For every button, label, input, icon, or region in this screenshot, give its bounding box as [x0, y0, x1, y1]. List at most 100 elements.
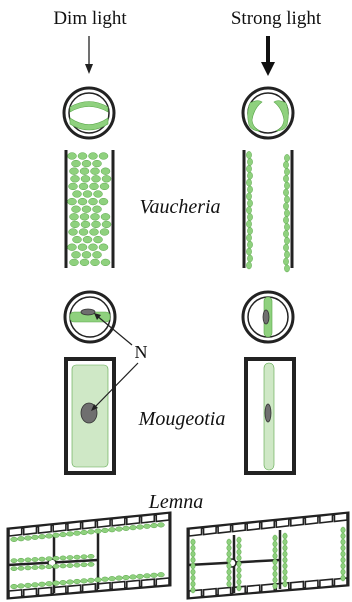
vaucheria-cross-section-strong — [243, 88, 293, 138]
chloroplast — [53, 556, 59, 560]
chloroplast — [88, 578, 95, 583]
chloroplast — [32, 583, 39, 588]
mougeotia-cross-section-strong — [243, 292, 293, 342]
chloroplast — [191, 575, 195, 581]
chloroplast — [191, 551, 195, 557]
chloroplast — [273, 535, 277, 541]
chloroplast — [247, 255, 252, 262]
chloroplast — [82, 160, 91, 167]
chloroplast — [25, 558, 31, 562]
chloroplast — [81, 175, 90, 182]
epidermis-cell — [112, 582, 125, 590]
chloroplast — [273, 565, 277, 571]
chloroplast — [68, 244, 77, 251]
chloroplast — [90, 229, 99, 236]
chloroplast — [101, 259, 110, 266]
chloroplast — [341, 551, 345, 557]
chloroplast — [46, 565, 52, 569]
vaucheria-filament-strong — [244, 150, 292, 272]
epidermis-cell — [127, 580, 140, 588]
chloroplast — [247, 200, 252, 207]
chloroplast — [273, 583, 277, 589]
mougeotia-cross-section-dim — [65, 292, 115, 342]
epidermis-cell — [233, 523, 246, 531]
chloroplast — [283, 551, 287, 557]
chloroplast — [102, 528, 109, 533]
chloroplast — [53, 581, 60, 586]
chloroplast — [284, 223, 289, 230]
chloroplast — [81, 530, 88, 535]
chloroplast — [283, 161, 288, 168]
chloroplast — [11, 559, 17, 563]
chloroplast — [80, 168, 89, 175]
chloroplast — [283, 230, 288, 237]
chloroplast — [101, 213, 110, 220]
chloroplast — [72, 160, 81, 167]
chloroplast — [67, 563, 73, 567]
chloroplast — [39, 557, 45, 561]
epidermis-cell — [156, 578, 169, 586]
chloroplast — [237, 555, 241, 561]
chloroplast — [94, 191, 103, 198]
chloroplast — [80, 259, 89, 266]
epidermis-cell — [38, 525, 51, 533]
chloroplast — [227, 563, 231, 569]
chloroplast — [273, 571, 277, 577]
chloroplast — [46, 557, 52, 561]
chloroplast — [227, 551, 231, 557]
epidermis-cell — [24, 589, 37, 597]
chloroplast — [81, 555, 87, 559]
chloroplast — [25, 566, 31, 570]
chloroplast — [284, 154, 289, 161]
chloroplast — [83, 191, 92, 198]
chloroplast — [74, 555, 80, 559]
mougeotia-label: Mougeotia — [138, 408, 226, 430]
chloroplast — [78, 153, 87, 160]
chloroplast — [237, 561, 241, 567]
chloroplast — [284, 168, 289, 175]
chloroplast — [283, 244, 288, 251]
chloroplast — [80, 213, 89, 220]
chloroplast — [284, 251, 289, 258]
chloroplast — [341, 533, 345, 539]
chloroplast — [100, 229, 109, 236]
chloroplast — [94, 236, 103, 243]
chloroplast — [53, 533, 60, 538]
chloroplast — [89, 244, 98, 251]
chloroplast — [46, 534, 53, 539]
chloroplast — [74, 563, 80, 567]
chloroplast — [109, 527, 116, 532]
chloroplast — [99, 198, 108, 205]
epidermis-cell — [189, 528, 202, 536]
chloroplast — [227, 545, 231, 551]
epidermis-cell — [305, 580, 318, 588]
epidermis-cell — [204, 526, 217, 534]
dim-light-arrow — [85, 36, 93, 74]
chloroplast — [227, 557, 231, 563]
chloroplast — [73, 191, 82, 198]
chloroplast — [71, 221, 80, 228]
epidermis-cell — [97, 583, 110, 591]
chloroplast — [69, 183, 78, 190]
chloroplast — [284, 210, 289, 217]
nucleus-strong-top — [263, 310, 269, 324]
chloroplast — [60, 532, 67, 537]
vaucheria-cross-section-dim — [64, 88, 114, 138]
chloroplast — [246, 151, 251, 158]
nucleus-strong — [265, 404, 271, 422]
chloroplast — [81, 579, 88, 584]
chloroplast — [246, 234, 251, 241]
chloroplast — [93, 206, 102, 213]
chloroplast — [18, 558, 24, 562]
chloroplast — [32, 535, 39, 540]
chloroplast — [93, 251, 102, 258]
epidermis-cell — [83, 584, 96, 592]
chloroplast — [151, 573, 158, 578]
epidermis-cell — [97, 519, 110, 527]
chloroplast — [67, 532, 74, 537]
chloroplast — [90, 183, 99, 190]
chloroplast — [74, 531, 81, 536]
chloroplast — [89, 198, 98, 205]
chloroplast — [273, 559, 277, 565]
chloroplast — [79, 229, 88, 236]
